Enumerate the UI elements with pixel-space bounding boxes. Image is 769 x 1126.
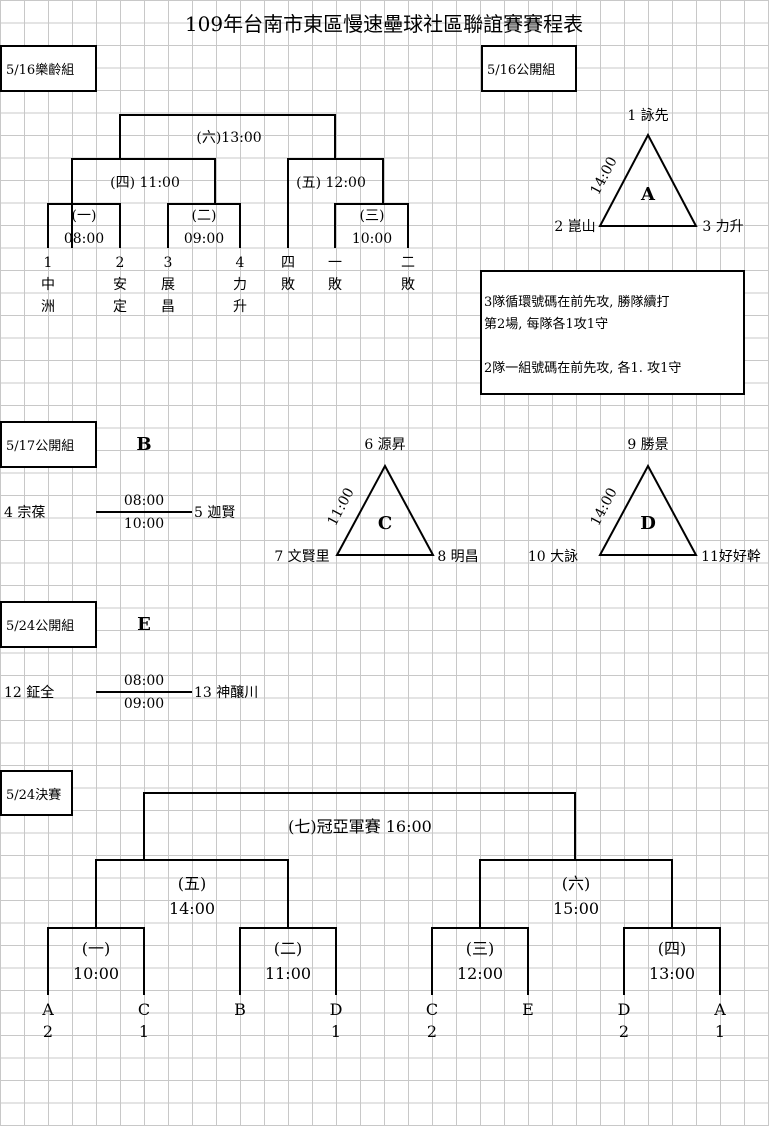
section-label-524-open: 5/24公開組 — [0, 601, 97, 648]
group-d-left-team: 10 大詠 — [527, 549, 579, 565]
group-b-left-team: 4 宗葆 — [4, 505, 46, 521]
section-label-524-final: 5/24決賽 — [0, 770, 73, 816]
group-e-time-1: 08:00 — [123, 673, 165, 689]
semi-6-time: 15:00 — [552, 899, 600, 918]
semi-5-no: (五) — [177, 874, 207, 893]
match-3-no: (三) — [359, 208, 385, 224]
page-title: 109年台南市東區慢速壘球社區聯誼賽賽程表 — [184, 12, 584, 36]
group-b-letter: B — [136, 434, 152, 455]
qf-4-no: (四) — [657, 939, 687, 958]
match-2-no: (二) — [191, 208, 217, 224]
match-6-label: (六)13:00 — [196, 130, 262, 146]
bracket-semi-6 — [479, 859, 673, 928]
bracket-qf-2 — [239, 927, 337, 995]
group-d-top-team: 9 勝景 — [627, 437, 669, 453]
rules-note: 3隊循環號碼在前先攻, 勝隊續打 第2場, 每隊各1攻1守 2隊一組號碼在前先攻… — [480, 270, 745, 395]
group-b-right-team: 5 迦賢 — [194, 505, 236, 521]
bracket-senior-final — [119, 114, 336, 159]
match-2-time: 09:00 — [183, 231, 225, 247]
bracket-qf-4 — [623, 927, 721, 995]
loser-4: 四敗 — [281, 255, 295, 293]
bracket-senior-m3 — [334, 203, 409, 248]
bracket-senior-m5 — [287, 158, 384, 248]
bracket-qf-3 — [431, 927, 529, 995]
note-line-1: 3隊循環號碼在前先攻, 勝隊續打 — [484, 295, 670, 310]
bracket-final — [143, 792, 576, 860]
qf-1-no: (一) — [81, 939, 111, 958]
group-e-left-team: 12 鉦全 — [4, 685, 55, 701]
triangle-group-a — [598, 132, 698, 227]
match-1-time: 08:00 — [63, 231, 105, 247]
group-e-letter: E — [137, 614, 151, 635]
group-c-right-team: 8 明昌 — [437, 549, 479, 565]
group-a-time: 14:00 — [584, 154, 624, 197]
slot-6: E — [522, 1000, 534, 1019]
group-a-letter: A — [641, 184, 655, 205]
match-1-no: (一) — [71, 208, 97, 224]
group-c-letter: C — [377, 513, 393, 534]
note-line-2: 第2場, 每隊各1攻1守 — [484, 317, 609, 332]
triangle-group-c — [335, 463, 435, 556]
loser-2: 二敗 — [401, 255, 415, 293]
group-d-right-team: 11好好幹 — [701, 549, 761, 565]
group-d-letter: D — [640, 513, 656, 534]
qf-2-no: (二) — [273, 939, 303, 958]
qf-1-time: 10:00 — [72, 964, 120, 983]
match-5-label: (五) 12:00 — [296, 175, 366, 191]
match-3-time: 10:00 — [351, 231, 393, 247]
final-match-label: (七)冠亞軍賽 16:00 — [288, 817, 432, 836]
qf-3-no: (三) — [465, 939, 495, 958]
bracket-senior-m2 — [167, 203, 241, 248]
group-c-time: 11:00 — [321, 485, 361, 528]
semi-5-time: 14:00 — [168, 899, 216, 918]
section-label-516-senior: 5/16樂齡組 — [0, 45, 97, 92]
slot-3: B — [234, 1000, 246, 1019]
qf-2-time: 11:00 — [264, 964, 312, 983]
bracket-qf-1 — [47, 927, 145, 995]
bracket-senior-m1 — [47, 203, 121, 248]
group-c-top-team: 6 源昇 — [364, 437, 406, 453]
bracket-semi-5 — [95, 859, 289, 928]
group-c-left-team: 7 文賢里 — [274, 549, 330, 565]
semi-6-no: (六) — [561, 874, 591, 893]
qf-4-time: 13:00 — [648, 964, 696, 983]
group-a-right-team: 3 力升 — [702, 219, 744, 235]
note-line-3: 2隊一組號碼在前先攻, 各1. 攻1守 — [484, 361, 682, 376]
group-e-right-team: 13 神釀川 — [194, 685, 259, 701]
group-b-time-2: 10:00 — [123, 516, 165, 532]
group-d-time: 14:00 — [584, 485, 624, 528]
group-a-top-team: 1 詠先 — [627, 108, 669, 124]
group-b-time-1: 08:00 — [123, 493, 165, 509]
group-e-time-2: 09:00 — [123, 696, 165, 712]
section-label-517-open: 5/17公開組 — [0, 421, 97, 468]
group-a-left-team: 2 崑山 — [554, 219, 596, 235]
section-label-516-open: 5/16公開組 — [481, 45, 577, 92]
qf-3-time: 12:00 — [456, 964, 504, 983]
match-4-label: (四) 11:00 — [110, 175, 180, 191]
loser-1: 一敗 — [328, 255, 342, 293]
triangle-group-d — [598, 463, 698, 556]
